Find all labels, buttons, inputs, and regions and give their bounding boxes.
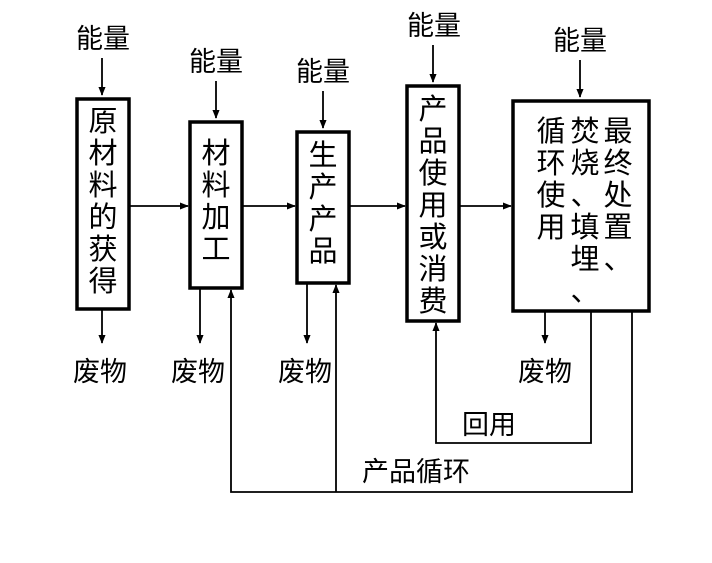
- stage-text-final-col-2: 循环使用: [536, 114, 565, 244]
- reuse-label: 回用: [462, 410, 516, 441]
- stage-label-produce: 生产产品: [308, 138, 337, 268]
- reuse-loop: [432, 311, 592, 444]
- waste-label-final: 废物: [518, 357, 572, 388]
- stage-text-produce-col-0: 生产产品: [308, 138, 337, 268]
- energy-label-use: 能量: [407, 11, 461, 42]
- recycle-label: 产品循环: [362, 457, 470, 488]
- recycle-loop-to-process: [227, 289, 633, 493]
- stage-text-final-col-1: 焚烧、填埋、: [570, 114, 599, 308]
- energy-label-raw: 能量: [76, 24, 130, 55]
- stage-text-use-col-0: 产品使用或消费: [418, 92, 447, 318]
- stage-text-raw-col-0: 原材料的获得: [88, 104, 117, 298]
- waste-label-produce: 废物: [278, 357, 332, 388]
- waste-label-process: 废物: [171, 357, 225, 388]
- stage-box-produce: [295, 130, 351, 285]
- energy-label-produce: 能量: [296, 57, 350, 88]
- stage-label-final: 最终处置、焚烧、填埋、循环使用: [536, 114, 632, 308]
- stage-text-final-col-0: 最终处置、: [603, 114, 632, 276]
- stage-label-raw: 原材料的获得: [88, 104, 117, 298]
- stage-box-use: [405, 84, 461, 323]
- waste-label-raw: 废物: [73, 357, 127, 388]
- stage-box-process: [188, 120, 244, 290]
- stage-label-use: 产品使用或消费: [418, 92, 447, 318]
- stage-box-final: [511, 99, 651, 313]
- stage-label-process: 材料加工: [201, 136, 230, 266]
- energy-label-process: 能量: [189, 47, 243, 78]
- stage-box-raw: [75, 97, 131, 311]
- energy-label-final: 能量: [553, 26, 607, 57]
- stage-text-process-col-0: 材料加工: [201, 136, 230, 266]
